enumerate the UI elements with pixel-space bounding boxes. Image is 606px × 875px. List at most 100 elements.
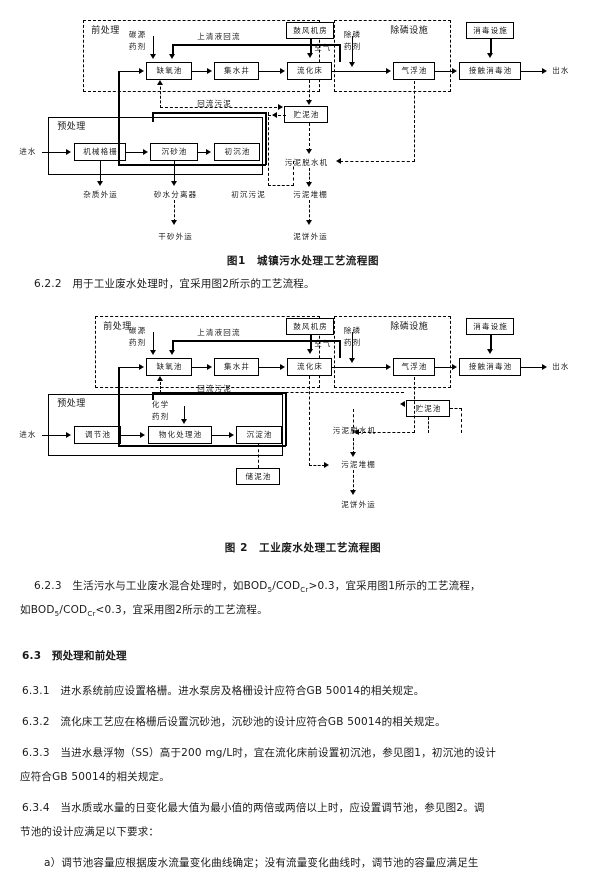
label-carbon-source-2: 碳源 [128,326,147,335]
figure-1-caption: 图1 城镇污水处理工艺流程图 [226,255,380,267]
box-flotation-tank-2: 气浮池 [393,358,435,376]
box-equalization-tank-2: 调节池 [74,426,121,444]
box-anoxic-tank-2: 缺氧池 [146,358,192,376]
box-fluidized-bed-1: 流化床 [287,62,332,80]
arrow-influent-1 [66,149,71,155]
label-dephos-agent-line1-2: 除磷 [343,326,362,335]
label-influent-2: 进水 [19,430,37,439]
arrow-grit-to-primary-1 [206,149,211,155]
p623-l2-sub-bod5: 5 [54,610,60,619]
arrow-shed-to-cake-1 [306,220,312,225]
arrow-return-sludge-1 [157,80,163,85]
zone-pre-treatment-label-2: 前处理 [103,322,132,332]
arrow-carbon-source-2 [150,350,156,355]
paragraph-6-3-4-item-a: a）调节池容量应根据废水流量变化曲线确定；没有流量变化曲线时，调节池的容量应满足… [44,857,479,869]
line-anoxic-to-well-2 [192,366,208,369]
box-sludge-storage-tank-1: 贮泥池 [284,106,328,123]
label-chemical-line1-2: 化学 [151,400,170,409]
box-disinfection-facility-2: 消毒设施 [466,318,514,335]
arrow-return-sludge-in-1 [278,104,283,110]
dashed-sludge-tank-side-2 [450,408,462,409]
zone-pre-treatment-2 [95,316,320,388]
arrow-bed-to-store-2 [324,462,329,468]
p623-sub-cr: Cr [300,586,309,595]
arrow-supernatant-1 [169,54,175,59]
arrow-flotation-to-contact-2 [452,364,457,370]
arrow-dewater-to-shed-2 [350,452,356,457]
dashed-bed-to-store-2 [309,465,325,466]
label-air-2: 空气 [314,339,332,348]
line-sed-out-riser-2 [285,392,287,446]
box-anoxic-tank-1: 缺氧池 [146,62,192,80]
figure-1-diagram: 前处理 除磷设施 预处理 缺氧池 集水井 流化床 鼓风机房 气浮池 消毒设施 接… [0,0,606,245]
label-cake-transport-2: 泥饼外运 [341,500,376,509]
dashed-sludge-tank-down-2 [428,417,429,433]
zone-pretreatment-1 [48,117,263,175]
line-supernatant-source-2 [339,340,341,358]
arrow-air-2 [307,349,313,354]
line-influent-2 [42,434,67,437]
line-sed-into-anoxic-2 [152,392,154,400]
line-air-1 [310,39,312,55]
line-anoxic-to-well-1 [192,70,208,73]
line-recycle-bottom-2 [118,445,286,447]
label-effluent-1: 出水 [552,66,570,75]
line-grit-to-primary-1 [198,151,207,154]
arrow-shed-to-cake-2 [350,490,356,495]
line-debris-1 [100,161,101,183]
dashed-return-sludge-riser-2 [160,378,161,393]
arrow-bed-to-sludge-1 [306,100,312,105]
zone-pre-treatment-1 [83,20,320,92]
zone-dephosphorus-label-1: 除磷设施 [390,26,429,36]
line-eq-to-physchem-2 [121,434,141,437]
line-well-to-bed-2 [259,366,281,369]
zone-dephosphorus-1 [334,20,451,92]
line-chemical-dose-2 [184,406,185,421]
paragraph-6-3-3-line1: 6.3.3 当进水悬浮物（SS）高于200 mg/L时，宜在流化床前设置初沉池，… [22,747,497,759]
dashed-flotation-sludge-2 [414,377,415,433]
zone-pretreatment-label-2: 预处理 [57,399,86,409]
label-supernatant-return-2: 上清液回流 [197,328,241,337]
box-sedimentation-tank-2: 沉淀池 [236,426,282,444]
line-supernatant-1 [172,44,340,46]
arrow-effluent-2 [542,364,547,370]
p623-l2-text-a: 如BOD [20,604,55,616]
arrow-physchem-to-sed-2 [229,432,234,438]
line-disinfect-2 [490,335,492,351]
arrow-grit-sep-1 [171,181,177,186]
label-return-sludge-1: 回流污泥 [197,99,232,108]
dashed-sludge-to-dewater-1 [309,123,310,151]
line-supernatant-down-2 [172,340,174,352]
dashed-shed-to-cake-2 [353,470,354,492]
p623-sub-bod5: 5 [267,586,273,595]
line-dephos-agent-1 [352,36,353,64]
box-contact-disinfection-tank-1: 接触消毒池 [459,62,521,80]
line-bed-to-flotation-2 [332,366,386,369]
dashed-primary-up-1 [293,161,294,186]
label-return-sludge-2: 回流污泥 [197,384,232,393]
figure-2-diagram: 前处理 除磷设施 预处理 缺氧池 集水井 流化床 鼓风机房 气浮池 消毒设施 接… [0,296,606,531]
p623-text-b: /COD [272,580,301,592]
label-air-1: 空气 [314,43,332,52]
dashed-sep-to-drysand-1 [174,200,175,222]
zone-pre-treatment-label-1: 前处理 [91,26,120,36]
box-primary-sedimentation-1: 初沉池 [214,143,260,161]
paragraph-6-3-4-line2: 节池的设计应满足以下要求： [20,826,160,838]
arrow-supernatant-2 [169,350,175,355]
label-chemical-agent-2: 药剂 [128,338,147,347]
zone-pretreatment-label-1: 预处理 [57,122,86,132]
line-recycle-bottom-1 [118,164,266,166]
box-sludge-storage-tank-2: 贮泥池 [406,400,450,417]
p623-text-a: 生活污水与工业废水混合处理时，如BOD [61,580,268,592]
box-flotation-tank-1: 气浮池 [393,62,435,80]
heading-6-3: 6.3 预处理和前处理 [22,650,127,662]
p623-l2-sub-cr: Cr [87,610,96,619]
line-influent-1 [42,151,67,154]
line-primary-into-anoxic-1 [152,112,154,122]
arrow-chemical-dose-2 [181,419,187,424]
arrow-carbon-source-1 [150,54,156,59]
arrow-bed-to-flotation-1 [386,68,391,74]
paragraph-6-3-3-line2: 应符合GB 50014的相关规定。 [20,771,170,783]
line-flotation-to-contact-1 [435,70,452,73]
